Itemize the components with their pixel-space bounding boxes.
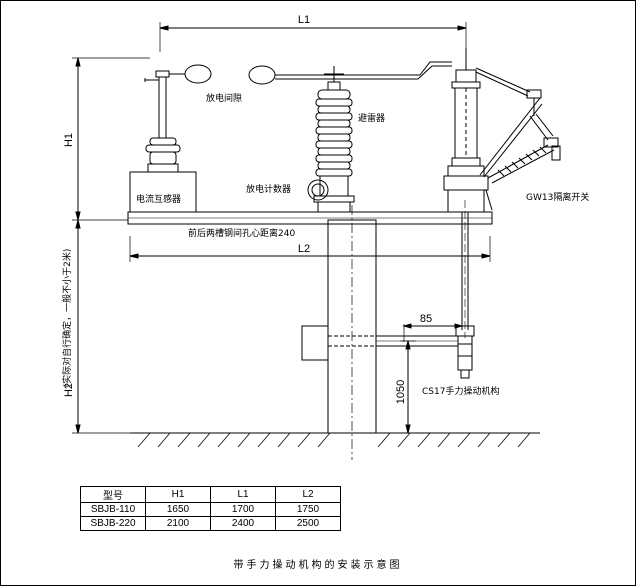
arrester-body [313,66,355,213]
dim-h1-label: H1 [63,133,75,147]
table-header: 型号 [80,486,146,503]
table-header-row: 型号 H1 L1 L2 [80,486,341,503]
dim-85-label: 85 [420,313,432,325]
table-cell: 1750 [275,502,341,517]
label-current-transformer: 电流互感器 [136,193,181,205]
label-discharge-counter: 放电计数器 [246,183,291,195]
table-header: L1 [210,486,276,503]
label-arrester: 避雷器 [358,112,385,124]
table-cell: 2500 [275,516,341,531]
gap-ball-left [184,64,212,84]
table-header: L2 [275,486,341,503]
spec-table: 型号 H1 L1 L2 SBJB-110 1650 1700 1750 SBJB… [80,486,341,531]
label-center-distance: 前后两槽钢间孔心距离240 [188,227,295,239]
dim-h2-label: H2 [63,383,75,397]
disconnector-body [443,48,561,213]
label-h2-note: (实际对自行确定，一般不小于2米) [61,249,73,388]
gap-ball-right [248,65,276,85]
dim-1050-label: 1050 [395,380,407,404]
table-cell: 2100 [145,516,211,531]
label-disconnector: GW13隔离开关 [526,191,589,203]
table-cell: SBJB-110 [80,502,146,517]
table-cell: 2400 [210,516,276,531]
ct-box [129,171,197,213]
ground-hatch [137,432,531,448]
table-cell: 1650 [145,502,211,517]
table-row: SBJB-110 1650 1700 1750 [80,502,341,517]
label-discharge-gap: 放电间隙 [206,92,242,104]
figure-caption: 带手力操动机构的安装示意图 [233,560,403,571]
label-mechanism: CS17手力操动机构 [422,385,499,397]
mechanism-body [301,325,475,379]
dim-l2-label: L2 [298,243,310,255]
table-cell: 1700 [210,502,276,517]
counter-gauge [307,179,329,201]
table-cell: SBJB-220 [80,516,146,531]
table-header: H1 [145,486,211,503]
table-row: SBJB-220 2100 2400 2500 [80,516,341,531]
dim-l1-label: L1 [298,14,310,26]
